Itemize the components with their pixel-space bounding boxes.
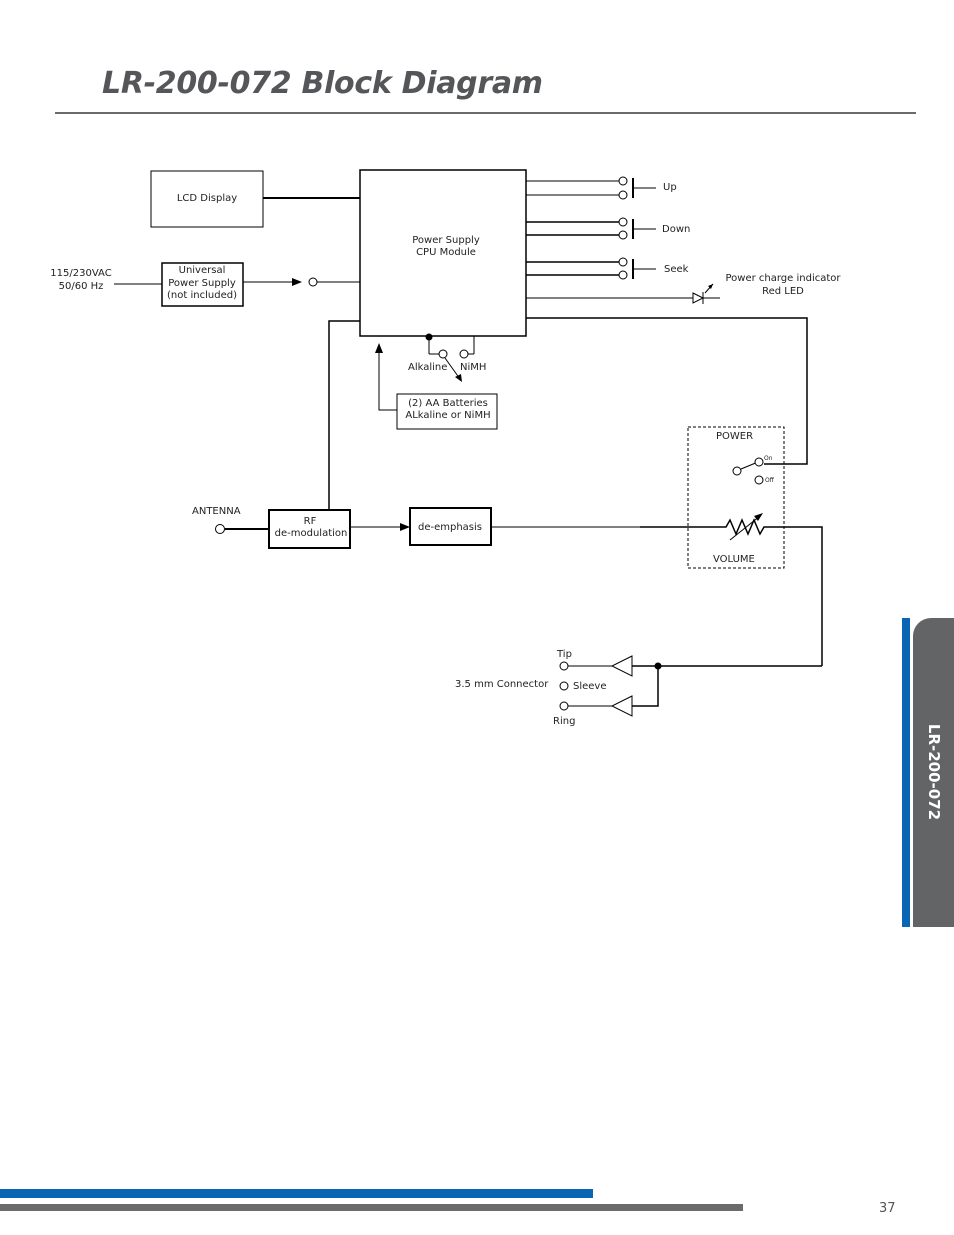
power-off-label: Off	[765, 477, 775, 484]
universal-power-supply-block: Universal Power Supply (not included)	[161, 262, 244, 307]
title-divider	[55, 112, 916, 114]
cpu-power-switch-line	[526, 317, 808, 465]
alkaline-label: Alkaline	[408, 362, 447, 373]
side-tab	[913, 618, 954, 927]
psu-label-line3: (not included)	[167, 290, 237, 301]
battery-feed-arrow	[375, 343, 397, 411]
sleeve-label: Sleeve	[573, 681, 607, 692]
nimh-label: NiMH	[460, 362, 486, 373]
antenna-label: ANTENNA	[192, 506, 241, 517]
page-number: 37	[879, 1201, 896, 1216]
cpu-module-block: Power Supply CPU Module	[359, 169, 527, 337]
rf-demodulation-block: RF de-modulation	[268, 509, 351, 549]
up-button-label: Up	[663, 182, 677, 193]
psu-label-line2: Power Supply	[168, 278, 236, 289]
power-volume-enclosure	[687, 426, 785, 569]
power-switch-icon	[732, 457, 764, 485]
down-button-label: Down	[662, 224, 690, 235]
down-button-switch	[526, 217, 656, 240]
antenna-terminal	[215, 524, 269, 534]
output-amplifiers	[568, 655, 822, 717]
ring-label: Ring	[553, 716, 575, 727]
ac-input-label-line2: 50/60 Hz	[59, 281, 104, 292]
volume-potentiometer-icon	[640, 513, 823, 666]
cpu-module-label-line2: CPU Module	[416, 247, 476, 258]
power-on-label: On	[764, 455, 773, 462]
battery-label-line2: ALkaline or NiMH	[405, 410, 490, 421]
footer-grey-bar	[0, 1204, 743, 1211]
led-label-line1: Power charge indicator	[725, 273, 841, 284]
ac-input-label-line1: 115/230VAC	[50, 268, 111, 279]
side-tab-accent	[902, 618, 910, 927]
led-label-line2: Red LED	[762, 286, 804, 297]
seek-button-label: Seek	[664, 264, 689, 275]
audio-connector	[559, 661, 569, 711]
deemphasis-label: de-emphasis	[418, 522, 482, 533]
battery-block: (2) AA Batteries ALkaline or NiMH	[396, 393, 498, 430]
lcd-display-label: LCD Display	[177, 193, 237, 204]
psu-label-line1: Universal	[179, 265, 226, 276]
power-label: POWER	[716, 431, 753, 442]
battery-label-line1: (2) AA Batteries	[408, 398, 488, 409]
volume-label: VOLUME	[713, 554, 755, 565]
lcd-display-block: LCD Display	[150, 170, 264, 228]
seek-button-switch	[526, 257, 656, 280]
led-icon	[526, 283, 720, 304]
cpu-module-label-line1: Power Supply	[412, 235, 480, 246]
rf-to-cpu-line	[328, 320, 360, 510]
rf-label-line2: de-modulation	[275, 528, 348, 539]
deemphasis-block: de-emphasis	[409, 507, 492, 546]
up-button-switch	[526, 176, 656, 200]
tip-label: Tip	[556, 649, 572, 660]
side-tab-label: LR-200-072	[925, 723, 943, 821]
dc-jack-terminal	[308, 277, 318, 287]
rf-label-line1: RF	[304, 516, 317, 527]
battery-selector-switch	[425, 333, 475, 382]
footer-blue-bar	[0, 1189, 593, 1198]
page-title: LR-200-072 Block Diagram	[102, 66, 543, 101]
connector-label: 3.5 mm Connector	[455, 679, 549, 690]
